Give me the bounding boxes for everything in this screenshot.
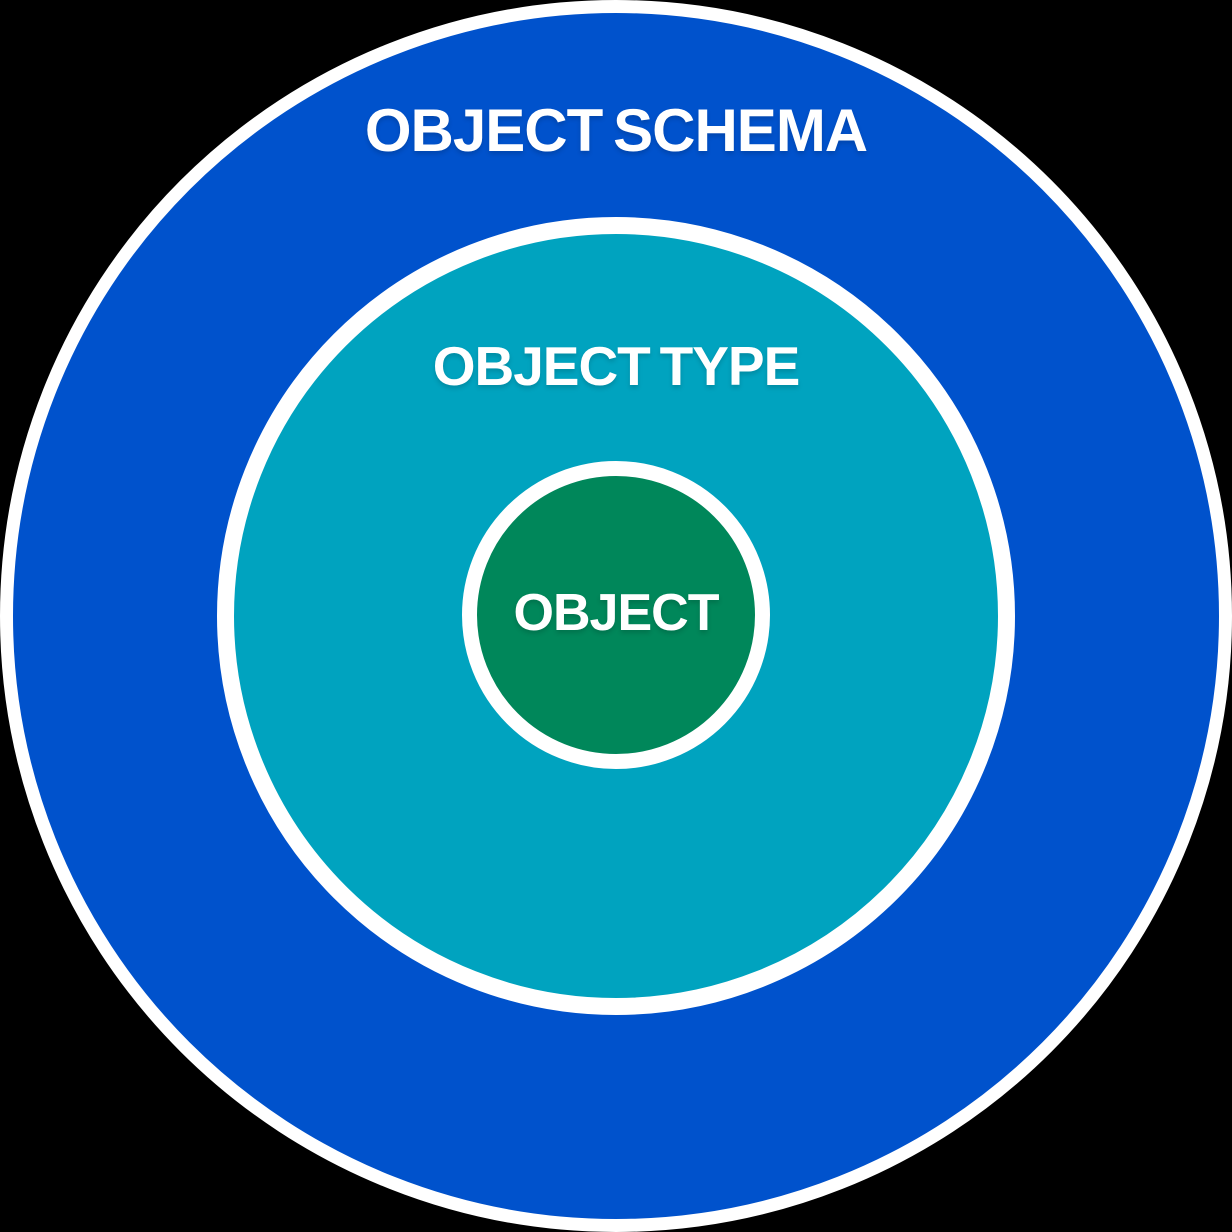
object-label: OBJECT: [513, 584, 720, 642]
object-type-label: OBJECT TYPE: [432, 335, 801, 397]
object-schema-label: OBJECT SCHEMA: [364, 97, 868, 164]
